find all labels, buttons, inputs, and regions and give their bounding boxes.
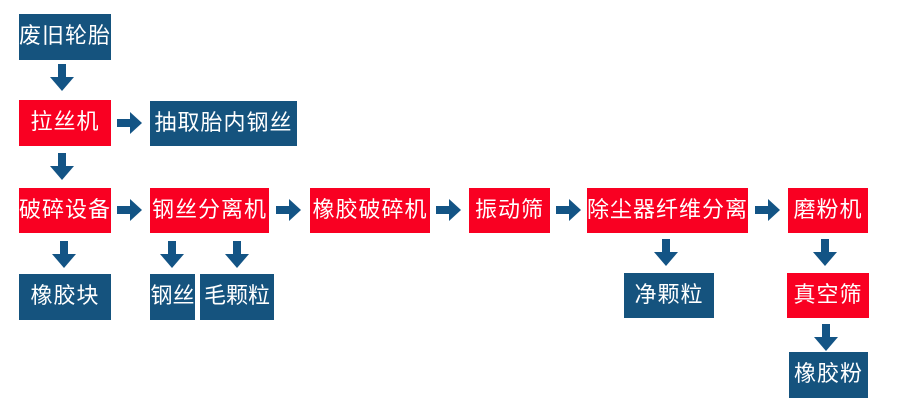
arrow-down-icon (50, 64, 74, 91)
arrow-right-icon (276, 199, 301, 221)
node-waste-tires: 废旧轮胎 (19, 14, 111, 60)
arrow-right-icon (556, 199, 581, 221)
node-dust-collector-fiber-separation: 除尘器纤维分离 (587, 188, 748, 233)
node-vibrating-screen: 振动筛 (469, 188, 550, 233)
node-clean-granules: 净颗粒 (624, 273, 714, 318)
arrow-right-icon (755, 199, 780, 221)
arrow-right-icon (117, 199, 142, 221)
node-rubber-block: 橡胶块 (19, 274, 111, 320)
node-grinding-machine: 磨粉机 (788, 188, 868, 233)
node-rubber-powder: 橡胶粉 (789, 352, 868, 398)
node-rubber-crusher: 橡胶破碎机 (310, 188, 430, 233)
arrow-down-icon (814, 324, 838, 351)
arrow-down-icon (654, 239, 678, 266)
arrow-down-icon (225, 241, 249, 268)
node-steel-wire-separator: 钢丝分离机 (150, 188, 269, 233)
arrow-down-icon (160, 241, 184, 268)
arrow-right-icon (436, 199, 461, 221)
arrow-down-icon (813, 239, 837, 266)
node-vacuum-screen: 真空筛 (787, 273, 869, 318)
node-raw-granules: 毛颗粒 (200, 274, 274, 320)
arrow-right-icon (117, 112, 142, 134)
arrow-down-icon (50, 153, 74, 180)
node-crushing-equipment: 破碎设备 (19, 188, 111, 233)
node-steel-wire: 钢丝 (150, 274, 195, 320)
node-extract-inner-steel-wire: 抽取胎内钢丝 (150, 101, 297, 146)
arrow-down-icon (52, 241, 76, 268)
node-wire-drawing-machine: 拉丝机 (19, 100, 111, 146)
